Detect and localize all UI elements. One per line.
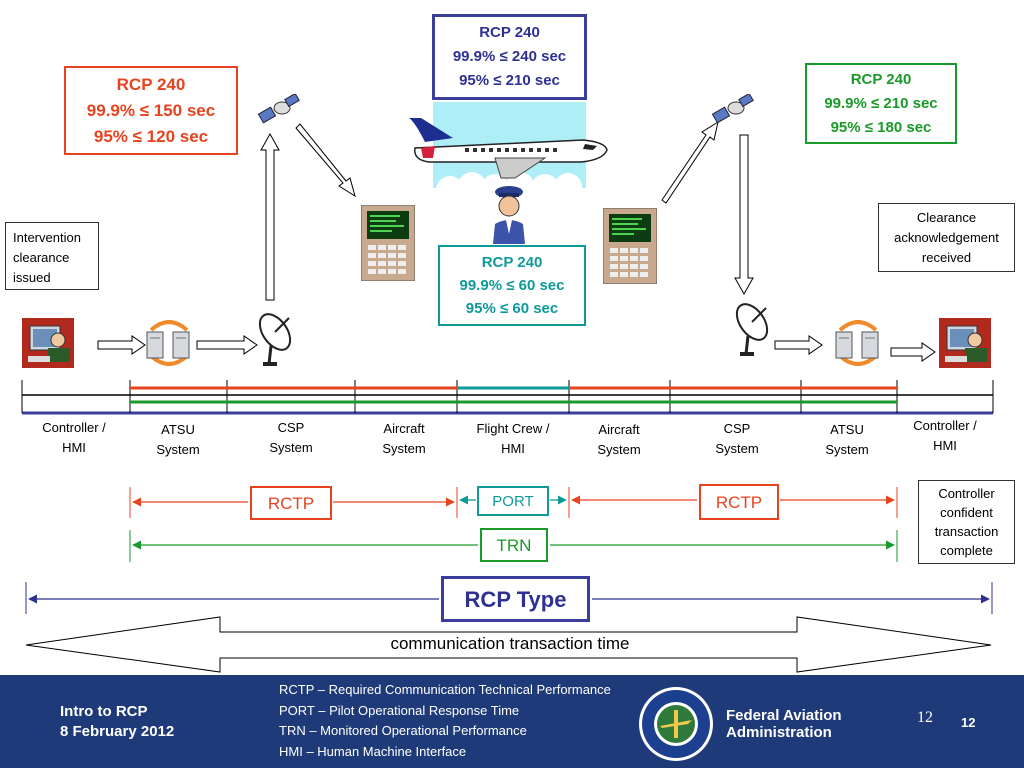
label-line: Flight Crew / (476, 421, 550, 436)
timeline-label-controller-right: Controller / HMI (899, 416, 991, 456)
glossary-item: RCTP – Required Communication Technical … (279, 682, 611, 697)
satellite-icon (258, 94, 300, 124)
label-line: System (825, 442, 869, 457)
note-line: complete (940, 543, 993, 558)
rctp-left-arrow (129, 487, 458, 518)
trn-arrow (129, 530, 898, 562)
note-clearance-ack: Clearance acknowledgement received (878, 203, 1015, 272)
timeline-label-atsu-left: ATSU System (138, 420, 218, 460)
rctp-left-box: RCTP (250, 486, 332, 520)
note-line: transaction (934, 524, 999, 539)
airplane-icon (409, 118, 608, 179)
note-line: confident (940, 505, 993, 520)
rcp-type-box: RCP Type (441, 576, 590, 622)
controller-hmi-icon (22, 318, 74, 368)
presentation-title: Intro to RCP (60, 703, 148, 720)
timeline-label-aircraft-right: Aircraft System (579, 420, 659, 460)
glossary-item: PORT – Pilot Operational Response Time (279, 702, 520, 718)
note-line: issued (13, 270, 51, 285)
trn-box: TRN (480, 528, 548, 562)
label-line: HMI (501, 441, 525, 456)
atsu-servers-icon (835, 320, 879, 366)
glossary-item: HMI – Human Machine Interface (279, 743, 467, 759)
port-arrow (459, 487, 570, 518)
rcp-box-atsu-csp: RCP 240 99.9% ≤ 150 sec 95% ≤ 120 sec (64, 66, 238, 155)
label-line: CSP (723, 421, 751, 436)
footer-bar: Intro to RCP 8 February 2012 RCTP – Requ… (0, 675, 1024, 768)
rcp-box-line1: 99.9% ≤ 210 sec (824, 94, 938, 112)
satellite-dish-icon (258, 313, 292, 366)
glossary-item: TRN – Monitored Operational Performance (279, 723, 527, 738)
timeline-label-flight-crew: Flight Crew / HMI (463, 419, 563, 459)
port-box: PORT (477, 486, 549, 516)
note-transaction-complete: Controller confident transaction complet… (918, 480, 1015, 564)
satellite-dish-icon (735, 303, 769, 356)
label-line: ATSU (830, 422, 864, 437)
label-line: CSP (277, 420, 305, 435)
rcp-box-line2: 95% ≤ 210 sec (459, 72, 560, 89)
timeline-label-controller-left: Controller / HMI (28, 418, 120, 458)
label-line: HMI (62, 440, 86, 455)
rcp-box-csp-atsu: RCP 240 99.9% ≤ 210 sec 95% ≤ 180 sec (805, 63, 957, 144)
label-line: ATSU (161, 422, 195, 437)
pilot-icon (493, 186, 525, 244)
note-line: Intervention (13, 230, 81, 245)
satellite-icon (712, 94, 754, 124)
rcp-box-crew: RCP 240 99.9% ≤ 60 sec 95% ≤ 60 sec (438, 245, 586, 326)
rcp-box-line2: 95% ≤ 120 sec (93, 126, 209, 146)
label-line: Aircraft (383, 421, 425, 436)
rcp-box-title: RCP 240 (481, 254, 543, 271)
label-line: System (382, 441, 426, 456)
org-name-line2: Administration (726, 724, 832, 741)
cloud-shape (436, 172, 582, 204)
label-line: System (715, 441, 759, 456)
label-line: System (269, 440, 313, 455)
rcp-box-title: RCP 240 (850, 70, 912, 88)
note-intervention-clearance: Intervention clearance issued (5, 222, 99, 290)
atsu-servers-icon (146, 320, 190, 366)
rcp-box-line1: 99.9% ≤ 150 sec (86, 100, 216, 120)
transaction-time-double-arrow (25, 616, 992, 673)
rcp-type-arrow (25, 582, 993, 614)
rcp-box-title: RCP 240 (479, 24, 540, 41)
note-line: received (921, 250, 972, 265)
timeline-label-aircraft-left: Aircraft System (364, 419, 444, 459)
note-line: acknowledgement (894, 230, 999, 245)
glossary-list: RCTP – Required Communication Technical … (279, 680, 611, 762)
label-line: Controller / (42, 420, 106, 435)
page-number-serif: 12 (917, 709, 933, 726)
label-line: System (156, 442, 200, 457)
timeline-colored-segments (130, 386, 897, 404)
timeline-axis (21, 380, 994, 415)
diagram-canvas (21, 102, 994, 673)
label-line: Controller / (913, 418, 977, 433)
timeline-label-csp-left: CSP System (251, 418, 331, 458)
cockpit-display-icon (361, 205, 415, 281)
controller-hmi-icon (939, 318, 991, 368)
transaction-time-label: communication transaction time (390, 634, 630, 653)
label-line: HMI (933, 438, 957, 453)
rctp-right-arrow (571, 487, 898, 518)
note-line: clearance (13, 250, 70, 265)
org-name-line1: Federal Aviation (726, 707, 842, 724)
page-number: 12 (961, 715, 976, 730)
rcp-box-aircraft: RCP 240 99.9% ≤ 240 sec 95% ≤ 210 sec (432, 14, 587, 100)
cockpit-display-icon (603, 208, 657, 284)
note-line: Controller (938, 486, 995, 501)
flow-arrows (97, 120, 936, 362)
faa-seal-icon (639, 687, 713, 761)
rctp-right-box: RCTP (699, 484, 779, 520)
timeline-label-atsu-right: ATSU System (807, 420, 887, 460)
rcp-box-line2: 95% ≤ 60 sec (465, 300, 559, 317)
rcp-box-title: RCP 240 (116, 74, 186, 94)
rcp-box-line1: 99.9% ≤ 60 sec (459, 277, 565, 294)
rcp-box-line2: 95% ≤ 180 sec (830, 118, 932, 136)
presentation-date: 8 February 2012 (60, 723, 175, 740)
note-line: Clearance (916, 210, 977, 225)
label-line: System (597, 442, 641, 457)
label-line: Aircraft (598, 422, 640, 437)
rcp-box-line1: 99.9% ≤ 240 sec (452, 48, 567, 65)
timeline-label-csp-right: CSP System (697, 419, 777, 459)
